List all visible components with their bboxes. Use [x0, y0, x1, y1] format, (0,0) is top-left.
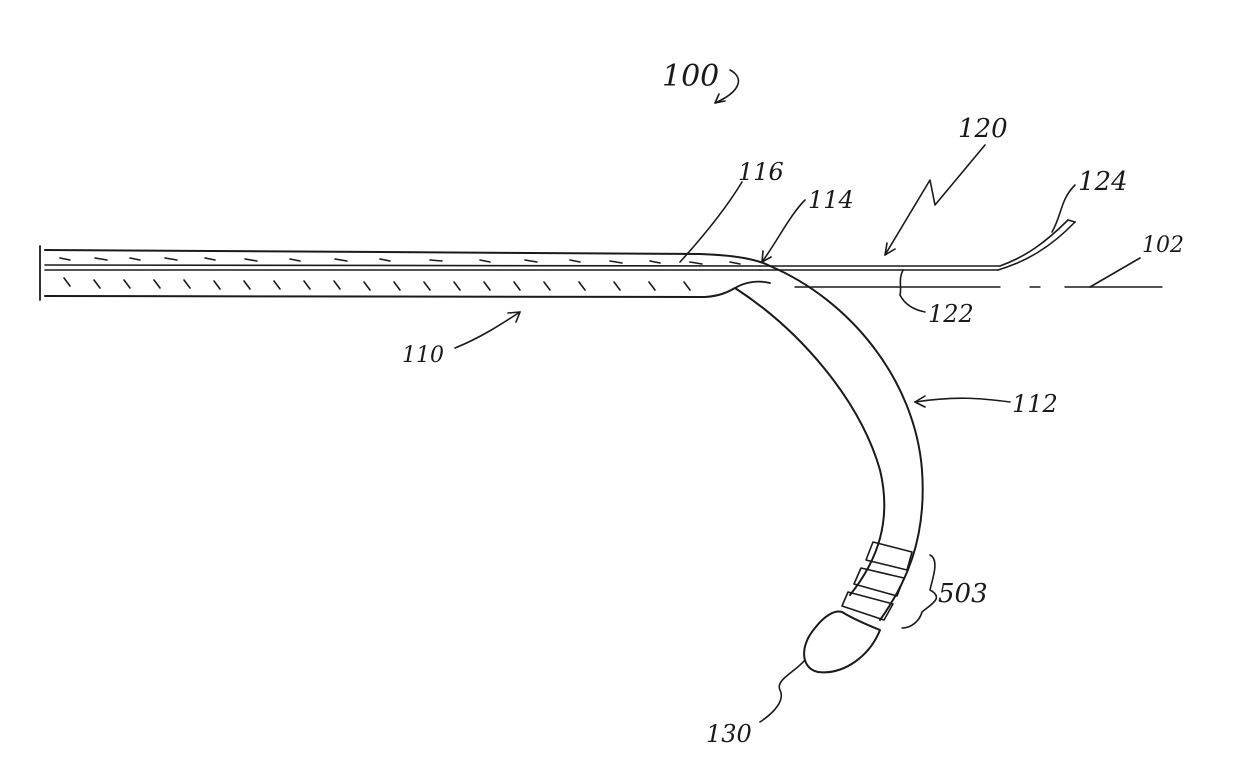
label-124: 124 — [1078, 167, 1128, 197]
label-102: 102 — [1142, 233, 1184, 258]
distal-tip — [804, 612, 880, 673]
label-120: 120 — [958, 114, 1008, 144]
label-100: 100 — [662, 59, 719, 94]
reference-labels: 100 120 116 114 124 102 122 110 112 503 … — [402, 59, 1184, 748]
tube-wall-hatching — [60, 258, 740, 290]
label-116: 116 — [738, 158, 784, 186]
label-122: 122 — [928, 300, 974, 328]
guidewire — [760, 220, 1075, 270]
electrode-bands — [842, 542, 912, 620]
label-130: 130 — [706, 720, 752, 748]
label-112: 112 — [1012, 390, 1058, 418]
outer-tube — [40, 246, 770, 300]
label-114: 114 — [808, 186, 854, 214]
lumen — [45, 265, 760, 270]
label-503: 503 — [938, 579, 988, 609]
label-110: 110 — [402, 343, 444, 368]
